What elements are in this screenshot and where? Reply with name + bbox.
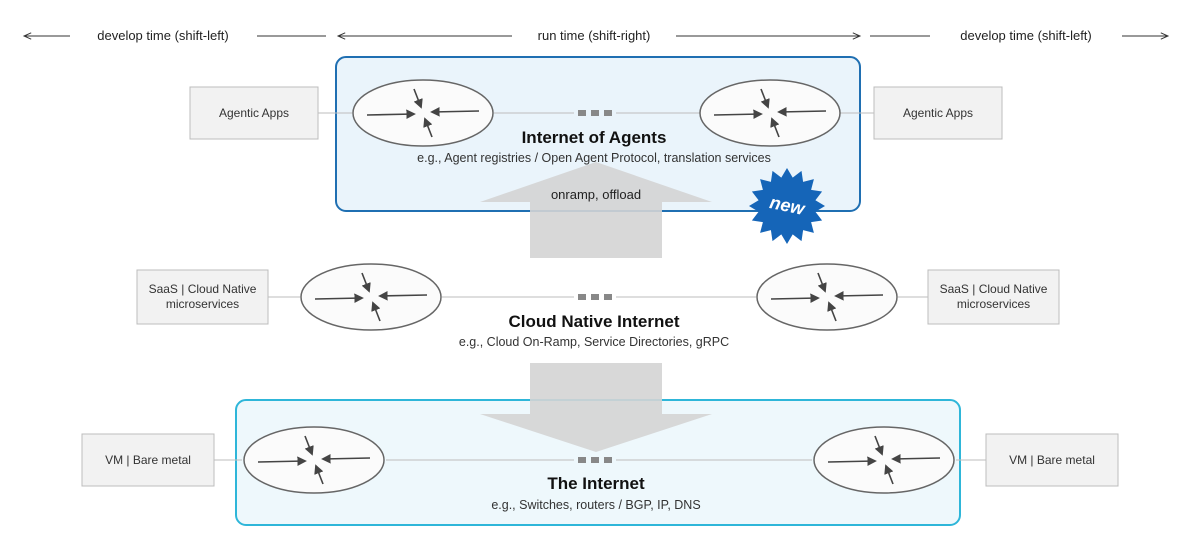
agents-dot-1 <box>578 110 586 116</box>
agents-left-router-arrow-in-top <box>413 88 423 109</box>
internet-left-router-arrow-in-left <box>257 456 307 466</box>
vm-left-label: VM | Bare metal <box>105 452 191 467</box>
cloud-left-router-arrow-in-left <box>314 293 364 303</box>
internet-left-router-ellipse <box>243 426 385 494</box>
agents-right-router-arrow-in-left <box>713 109 763 119</box>
saas-right-line1: SaaS | Cloud Native <box>939 282 1048 296</box>
dot-separators <box>578 110 612 463</box>
agents-left-router-arrow-in-right <box>430 107 480 117</box>
vm-bare-metal-left: VM | Bare metal <box>82 434 214 486</box>
cloud-left-router <box>300 263 442 331</box>
cloud-left-router-ellipse <box>300 263 442 331</box>
agents-left-router <box>352 79 494 147</box>
saas-left-line2: microservices <box>165 297 240 311</box>
new-badge-starburst <box>749 168 825 244</box>
agents-right-router-ellipse <box>699 79 841 147</box>
internet-left-router <box>243 426 385 494</box>
agentic-apps-left: Agentic Apps <box>190 87 318 139</box>
endpoint-boxes <box>81 86 1119 487</box>
vm-bare-metal-right: VM | Bare metal <box>986 434 1118 486</box>
header-develop-time-right: develop time (shift-left) <box>960 28 1092 43</box>
cloud-native-internet-title: Cloud Native Internet <box>508 312 680 331</box>
internet-left-endpoint-box <box>81 433 215 487</box>
agentic-apps-right-label: Agentic Apps <box>902 105 974 120</box>
cloud-native-internet-subtitle: e.g., Cloud On-Ramp, Service Directories… <box>458 335 730 349</box>
internet-of-agents-title: Internet of Agents <box>521 128 667 147</box>
internet-left-router-arrow-in-right <box>321 454 371 464</box>
cloud-left-router-arrow-in-bottom <box>371 301 381 322</box>
internet-left-router-arrow-in-top <box>304 435 314 456</box>
internet-right-router <box>813 426 955 494</box>
agents-right-router-arrow-in-right <box>777 107 827 117</box>
agents-right-router-arrow-in-top <box>760 88 770 109</box>
agentic-apps-right: Agentic Apps <box>874 87 1002 139</box>
internet-of-agents-subtitle: e.g., Agent registries / Open Agent Prot… <box>417 151 771 165</box>
internet-right-router-arrow-in-bottom <box>884 464 894 485</box>
routers <box>243 79 955 494</box>
saas-left-line1: SaaS | Cloud Native <box>148 282 257 296</box>
internet-dot-1 <box>578 457 586 463</box>
downward-arrow <box>480 363 712 452</box>
agents-right-router <box>699 79 841 147</box>
onramp-offload-label: onramp, offload <box>550 187 642 202</box>
internet-left-router-arrow-in-bottom <box>314 464 324 485</box>
cloud-right-router-ellipse <box>756 263 898 331</box>
internet-right-router-arrow-in-top <box>874 435 884 456</box>
agents-left-router-ellipse <box>352 79 494 147</box>
saas-cloud-native-left: SaaS | Cloud Native microservices <box>137 270 268 324</box>
connection-lines <box>214 112 986 461</box>
the-internet-title: The Internet <box>547 474 645 493</box>
agents-right-router-arrow-in-bottom <box>770 117 780 138</box>
header-develop-time-left: develop time (shift-left) <box>97 28 229 43</box>
internet-right-router-arrow-in-left <box>827 456 877 466</box>
agents-left-endpoint-box <box>189 86 319 140</box>
agents-dot-2 <box>591 110 599 116</box>
agents-left-router-arrow-in-left <box>366 109 416 119</box>
cloud-right-router-arrow-in-left <box>770 293 820 303</box>
agents-right-endpoint-box <box>873 86 1003 140</box>
cloud-dot-3 <box>604 294 612 300</box>
cloud-right-router-arrow-in-bottom <box>827 301 837 322</box>
cloud-left-router-arrow-in-right <box>378 291 428 301</box>
cloud-left-endpoint-box <box>136 269 269 325</box>
header-run-time: run time (shift-right) <box>537 28 651 43</box>
cloud-right-router <box>756 263 898 331</box>
cloud-dot-2 <box>591 294 599 300</box>
vm-right-label: VM | Bare metal <box>1009 452 1095 467</box>
cloud-right-endpoint-box <box>927 269 1060 325</box>
internet-right-router-ellipse <box>813 426 955 494</box>
internet-dot-3 <box>604 457 612 463</box>
onramp-offload-arrow <box>480 162 712 258</box>
internet-dot-2 <box>591 457 599 463</box>
internet-right-router-arrow-in-right <box>891 454 941 464</box>
internet-right-endpoint-box <box>985 433 1119 487</box>
cloud-left-router-arrow-in-top <box>361 272 371 293</box>
cloud-right-router-arrow-in-top <box>817 272 827 293</box>
agents-left-router-arrow-in-bottom <box>423 117 433 138</box>
the-internet-subtitle: e.g., Switches, routers / BGP, IP, DNS <box>491 498 701 512</box>
agentic-apps-left-label: Agentic Apps <box>218 105 290 120</box>
saas-right-line2: microservices <box>956 297 1031 311</box>
cloud-dot-1 <box>578 294 586 300</box>
saas-cloud-native-right: SaaS | Cloud Native microservices <box>928 270 1059 324</box>
agents-dot-3 <box>604 110 612 116</box>
cloud-right-router-arrow-in-right <box>834 291 884 301</box>
